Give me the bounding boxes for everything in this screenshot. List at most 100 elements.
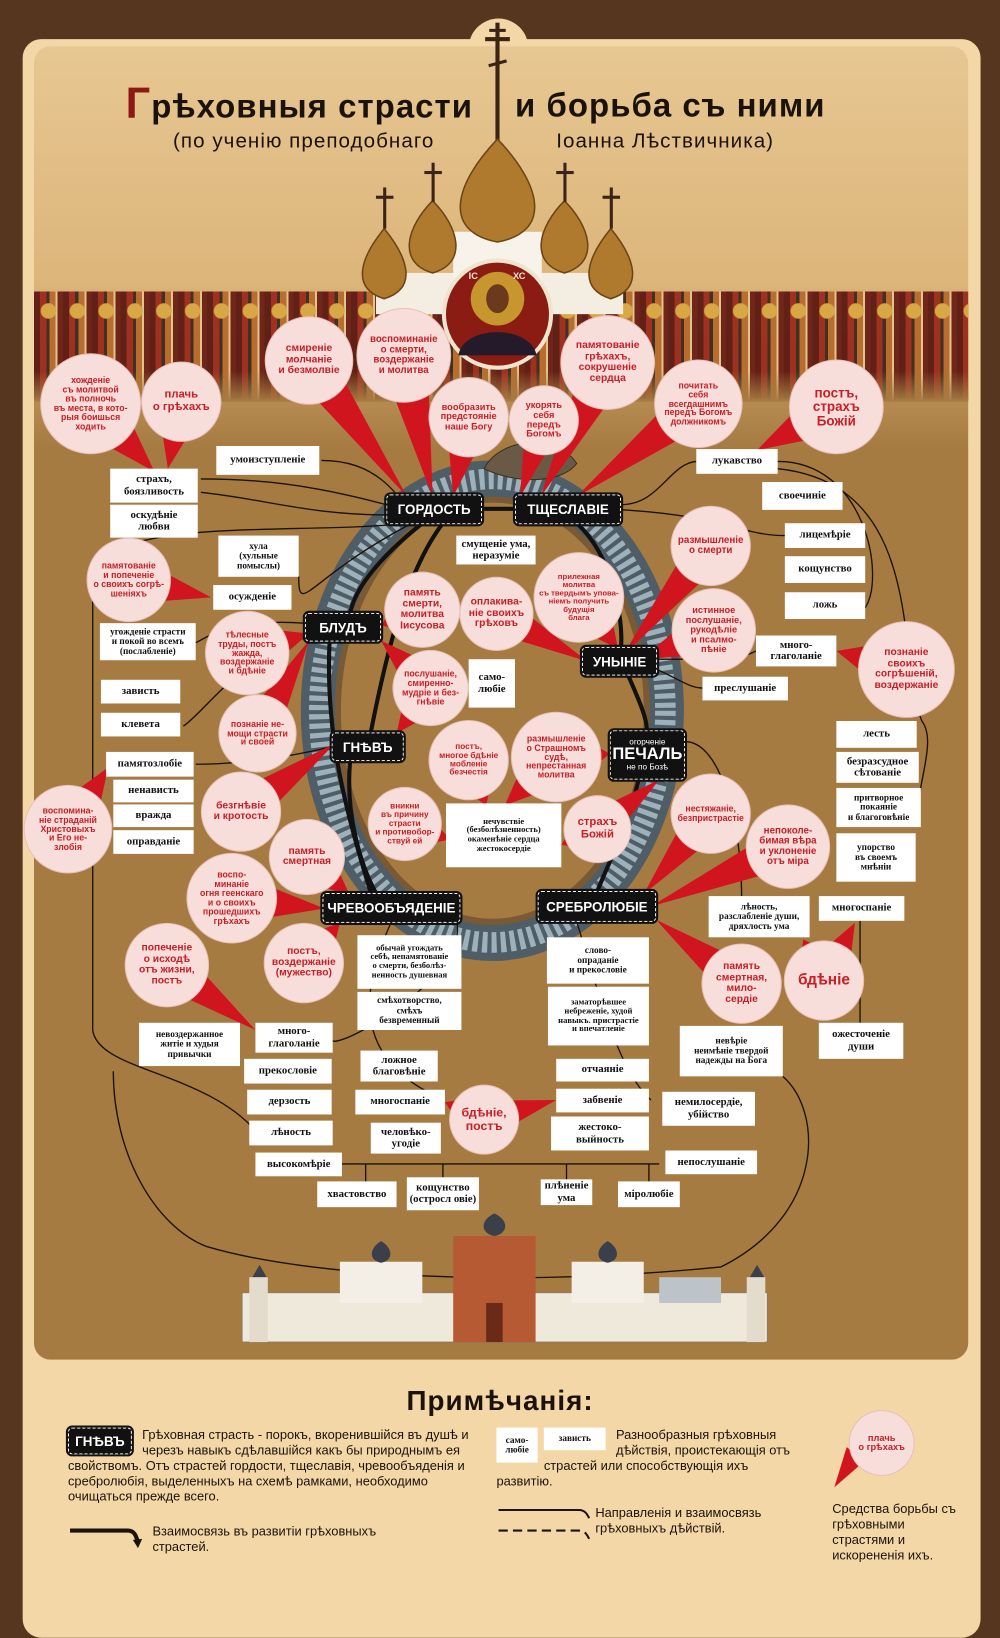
remedy-circle: оплакива- ніе своихъ грѣховъ <box>460 577 533 650</box>
christ-icon <box>441 258 554 370</box>
remedy-circle: непоколе- бимая вѣра и уклоненіе отъ мір… <box>746 805 830 888</box>
title-text: рѣховныя страсти <box>151 87 474 125</box>
remedy-circle: безгнѣвіе и кротость <box>201 772 281 851</box>
sinful-action-box: много- глаголаніе <box>756 635 837 667</box>
remedy-pointer <box>576 405 689 497</box>
passion-box: Гнѣвъ <box>329 730 406 764</box>
sinful-action-box: угожденіе страсти и покой во всемъ (посл… <box>99 623 196 661</box>
sinful-action-box: само- любіе <box>468 659 515 708</box>
sinful-action-box: кощунство <box>784 556 866 583</box>
passion-note-below: не по Бозѣ <box>626 762 669 772</box>
remedy-circle: нестяжаніе, безпристрастіе <box>671 774 750 853</box>
sinful-action-box: многоспаніе <box>355 1089 445 1115</box>
sinful-action-box: безразсудное сѣтованіе <box>836 751 919 783</box>
sinful-action-box: лесть <box>836 721 917 748</box>
passion-box: Чревообъяденіе <box>320 890 463 925</box>
sinful-action-box: лукавство <box>696 449 778 474</box>
title-right: и борьба съ ними <box>515 86 826 124</box>
sinful-action-box: кощунство (остросл овіе) <box>406 1177 479 1211</box>
sinful-action-box: клевета <box>100 712 181 737</box>
legend-passion-sample: Гнѣвъ <box>65 1425 134 1457</box>
remedy-circle: памятованіе грѣхахъ, сокрушеніе сердца <box>561 316 655 409</box>
passion-note-above: огорченіе <box>629 737 666 747</box>
passion-label: Уныніе <box>592 653 647 669</box>
sinful-action-box: лѣность <box>249 1120 333 1146</box>
passion-label: Блудъ <box>319 619 367 635</box>
remedy-circle: истинное послушаніе, рукодѣліе и псалмо-… <box>672 589 755 672</box>
sinful-action-box: страхъ, боязливость <box>110 468 198 503</box>
remedy-pointer <box>309 370 407 497</box>
remedy-circle: воспо- минаніе огня геенскаго и о своихъ… <box>187 853 277 943</box>
remedy-circle: попеченіе о исходѣ отъ жизни, постъ <box>125 923 209 1007</box>
remedy-circle: хожденіе съ молитвой въ полночь въ места… <box>41 354 141 454</box>
remedy-circle: прилежная молитва съ твердымъ упова- ніе… <box>534 553 624 642</box>
remedy-circle: познаніе своихъ согрѣшеній, воздержаніе <box>859 622 954 717</box>
remedy-circle: постъ, многое бдѣніе мобленіе безчестія <box>429 721 508 800</box>
legend-action-sample-2: зависть <box>543 1427 606 1451</box>
passion-box: огорченіеПечальне по Бозѣ <box>607 728 688 782</box>
thick-arrow-icon <box>70 1528 143 1549</box>
sinful-action-box: прекословіе <box>244 1058 332 1084</box>
remedy-pointer <box>623 553 709 656</box>
remedy-circle: воспомина- ніе страданій Христовыхъ и Ег… <box>24 785 112 873</box>
sinful-action-box: умоизступленіе <box>216 445 320 475</box>
passion-box: Сребролюбіе <box>535 888 659 924</box>
remedy-circle: память смерти, молитва Іисусова <box>385 572 460 647</box>
sinful-action-box: осужденіе <box>213 585 292 610</box>
icon-monogram-left: ІС <box>468 270 478 282</box>
sinful-action-box: забвеніе <box>556 1088 649 1113</box>
remedy-circle: познаніе не- мощи страсти и своей <box>219 695 296 772</box>
remedy-circle: память смертная <box>269 819 345 895</box>
legend-action-text: Разнообразныя грѣховныя дѣйствія, проист… <box>496 1427 791 1489</box>
legend-passion: Гнѣвъ Грѣховная страсть - порокъ, вкорен… <box>65 1425 485 1505</box>
sinful-action-box: вражда <box>113 804 194 828</box>
sinful-action-box: невѣріе неимѣніе твердой надежды на Бога <box>679 1025 783 1077</box>
remedy-circle: размышленіе о Страшномъ судѣ, непрестанн… <box>511 712 601 802</box>
title-left: Грѣховныя страсти <box>126 78 473 127</box>
sinful-action-box: отчаяніе <box>556 1058 649 1082</box>
legend-remedy-text: Средства борьбы съ грѣховными страстями … <box>832 1501 956 1563</box>
passion-box: Блудъ <box>302 610 384 644</box>
legend-thick-arrow-text: Взаимосвязь въ развитіи грѣховныхъ страс… <box>152 1524 377 1555</box>
sinful-action-box: обычай угождать себѣ, непамятованіе о см… <box>357 935 462 989</box>
cross-icon <box>485 22 510 147</box>
remedy-pointer <box>650 840 773 907</box>
sinful-action-box: жестоко- выйность <box>551 1116 649 1151</box>
remedy-circle: память смертная, мило- сердіе <box>702 944 781 1023</box>
sinful-action-box: оскудѣніе любви <box>110 504 198 538</box>
remedy-circle: бдѣніе <box>784 941 864 1020</box>
passion-box: Уныніе <box>579 644 660 678</box>
sinful-action-box: упорство въ своемъ мнѣніи <box>836 833 916 882</box>
passion-label: Тщеславіе <box>527 501 609 518</box>
remedy-circle: тѣлесные труды, постъ жажда, воздержаніе… <box>206 611 289 695</box>
sinful-action-box: своечиніе <box>762 482 843 510</box>
thin-arrows-icon <box>498 1508 591 1540</box>
sinful-action-box: зависть <box>100 679 181 704</box>
passion-label: Гнѣвъ <box>342 739 393 755</box>
remedy-circle: постъ, страхъ Божій <box>790 360 883 454</box>
remedy-circle: укорять себя передъ Богомъ <box>509 386 578 455</box>
passion-label: Сребролюбіе <box>546 898 648 915</box>
sinful-action-box: ненависть <box>113 779 194 803</box>
legend-passion-text: Грѣховная страсть - порокъ, вкоренившійс… <box>67 1427 469 1504</box>
sinful-action-box: ложное благовѣніе <box>360 1050 438 1082</box>
sinful-action-box: смущеніе ума, неразуміе <box>456 535 536 565</box>
sinful-action-box: смѣхотворство, смѣхъ безвременный <box>357 991 462 1030</box>
monastery-illustration <box>241 1213 768 1343</box>
legend-thin-arrow-text: Направленія и взаимосвязь грѣховныхъ дѣй… <box>595 1505 762 1536</box>
remedy-circle: бдѣніе, постъ <box>450 1085 519 1154</box>
sinful-action-box: хвастовство <box>317 1181 397 1208</box>
sinful-action-box: немилосердіе, убійство <box>662 1091 755 1126</box>
sinful-action-box: лицемѣріе <box>784 523 866 548</box>
passion-label: Чревообъяденіе <box>327 900 456 916</box>
passion-label: Печаль <box>612 745 683 764</box>
legend-remedy-sample: плачь о грѣхахъ <box>849 1411 914 1475</box>
sinful-action-box: притворное покаяніе и благоговѣніе <box>836 787 921 828</box>
sinful-action-box: непослушаніе <box>665 1150 758 1175</box>
sinful-action-box: міролюбіе <box>618 1181 680 1208</box>
remedy-circle: воспоминаніе о смерти, воздержаніе и мол… <box>357 309 451 402</box>
serpent-ring <box>300 460 684 961</box>
sinful-action-box: памятозлобіе <box>106 751 194 777</box>
